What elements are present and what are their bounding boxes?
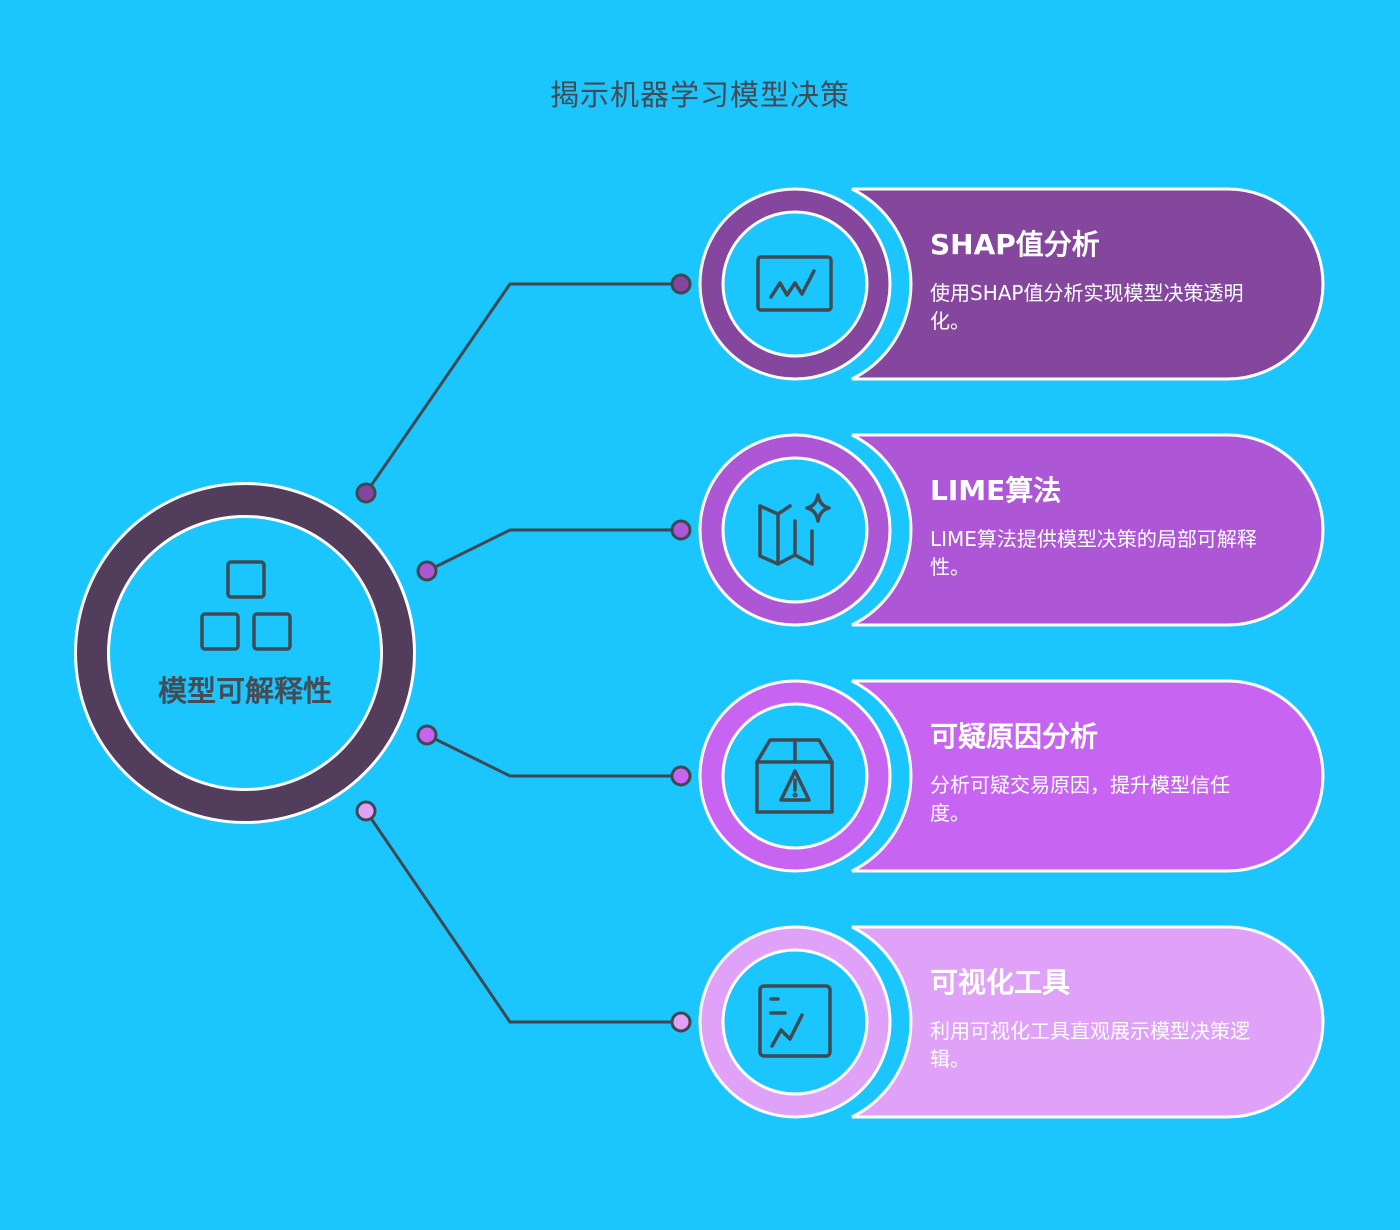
connector-dots bbox=[355, 273, 692, 1033]
report-chart-icon bbox=[758, 984, 832, 1058]
line-chart-icon bbox=[756, 255, 833, 312]
card-suspicious: 可疑原因分析 分析可疑交易原因，提升模型信任度。 bbox=[930, 719, 1260, 827]
card-shap: SHAP值分析 使用SHAP值分析实现模型决策透明化。 bbox=[930, 227, 1260, 335]
card-lime: LIME算法 LIME算法提供模型决策的局部可解释性。 bbox=[930, 473, 1260, 581]
box-warning-icon bbox=[755, 738, 834, 814]
card-description: 分析可疑交易原因，提升模型信任度。 bbox=[930, 773, 1230, 825]
card-title: 可疑原因分析 bbox=[930, 720, 1099, 753]
item-suspicious bbox=[698, 679, 1325, 873]
diagram-title: 揭示机器学习模型决策 bbox=[549, 78, 850, 112]
central-hub bbox=[74, 482, 416, 824]
card-visualization: 可视化工具 利用可视化工具直观展示模型决策逻辑。 bbox=[930, 965, 1260, 1073]
connector-lines bbox=[364, 282, 681, 1024]
three-boxes-icon bbox=[200, 560, 292, 651]
card-description: 利用可视化工具直观展示模型决策逻辑。 bbox=[930, 1019, 1250, 1071]
card-description: LIME算法提供模型决策的局部可解释性。 bbox=[930, 527, 1257, 579]
card-description: 使用SHAP值分析实现模型决策透明化。 bbox=[930, 281, 1244, 333]
card-title: 可视化工具 bbox=[930, 966, 1071, 999]
item-visualization bbox=[698, 925, 1325, 1119]
card-title: LIME算法 bbox=[930, 474, 1062, 507]
center-label: 模型可解释性 bbox=[157, 674, 332, 708]
map-sparkle-icon bbox=[758, 493, 831, 566]
card-title: SHAP值分析 bbox=[930, 228, 1100, 261]
